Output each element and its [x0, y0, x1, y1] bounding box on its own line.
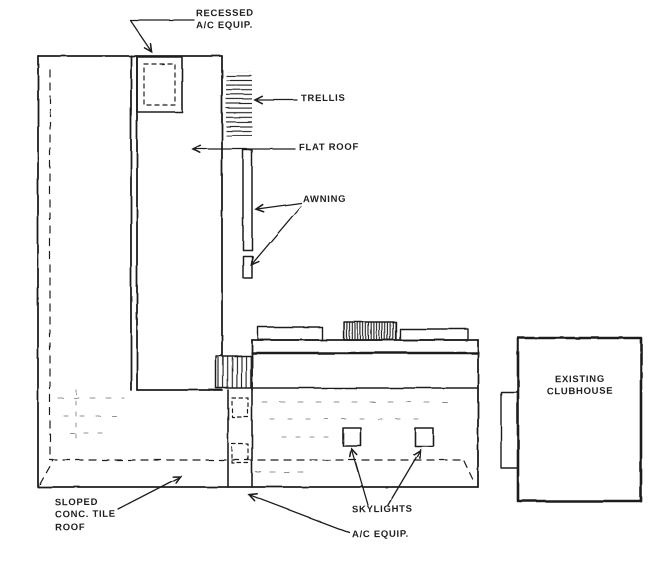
leader-awning-upper	[257, 202, 302, 209]
clubhouse-outline	[516, 336, 643, 503]
recessed-ac-label: RECESSED A/C EQUIP.	[195, 7, 254, 32]
ac-equip-strip	[227, 389, 253, 488]
roof-vent-hatch	[343, 321, 397, 341]
recessed-ac-box	[136, 56, 183, 113]
leader-ac-equip	[250, 495, 351, 534]
sloped-roof-label: SLOPED CONC. TILE ROOF	[54, 496, 116, 534]
existing-clubhouse-label: EXISTING CLUBHOUSE	[546, 373, 614, 398]
leader-awning-lower	[252, 205, 302, 264]
leader-sloped-roof	[117, 477, 180, 510]
trellis-hatch	[226, 72, 252, 136]
flat-roof-tower	[130, 55, 223, 391]
roof-curb-right	[399, 328, 469, 341]
leader-lines	[117, 19, 420, 534]
clubhouse-side-hatch	[500, 391, 519, 469]
roof-outline	[37, 55, 479, 488]
tile-texture	[57, 389, 459, 473]
lower-wing	[250, 321, 480, 391]
skylight-squares	[342, 427, 434, 447]
junction-hatch	[215, 355, 253, 389]
trellis-label: TRELLIS	[300, 92, 346, 105]
awning-strips	[242, 149, 253, 279]
leader-skylight-right	[387, 451, 420, 506]
awning-label: AWNING	[302, 193, 347, 206]
skylights-label: SKYLIGHTS	[351, 503, 413, 516]
roof-curb-left	[257, 326, 323, 341]
leader-skylight-left	[352, 450, 369, 506]
leader-recessed-ac	[129, 19, 195, 51]
eave-dashed-lines	[39, 69, 476, 485]
flat-roof-label: FLAT ROOF	[298, 141, 360, 154]
ac-equip-label: A/C EQUIP.	[351, 528, 410, 541]
existing-clubhouse-block	[500, 336, 643, 503]
